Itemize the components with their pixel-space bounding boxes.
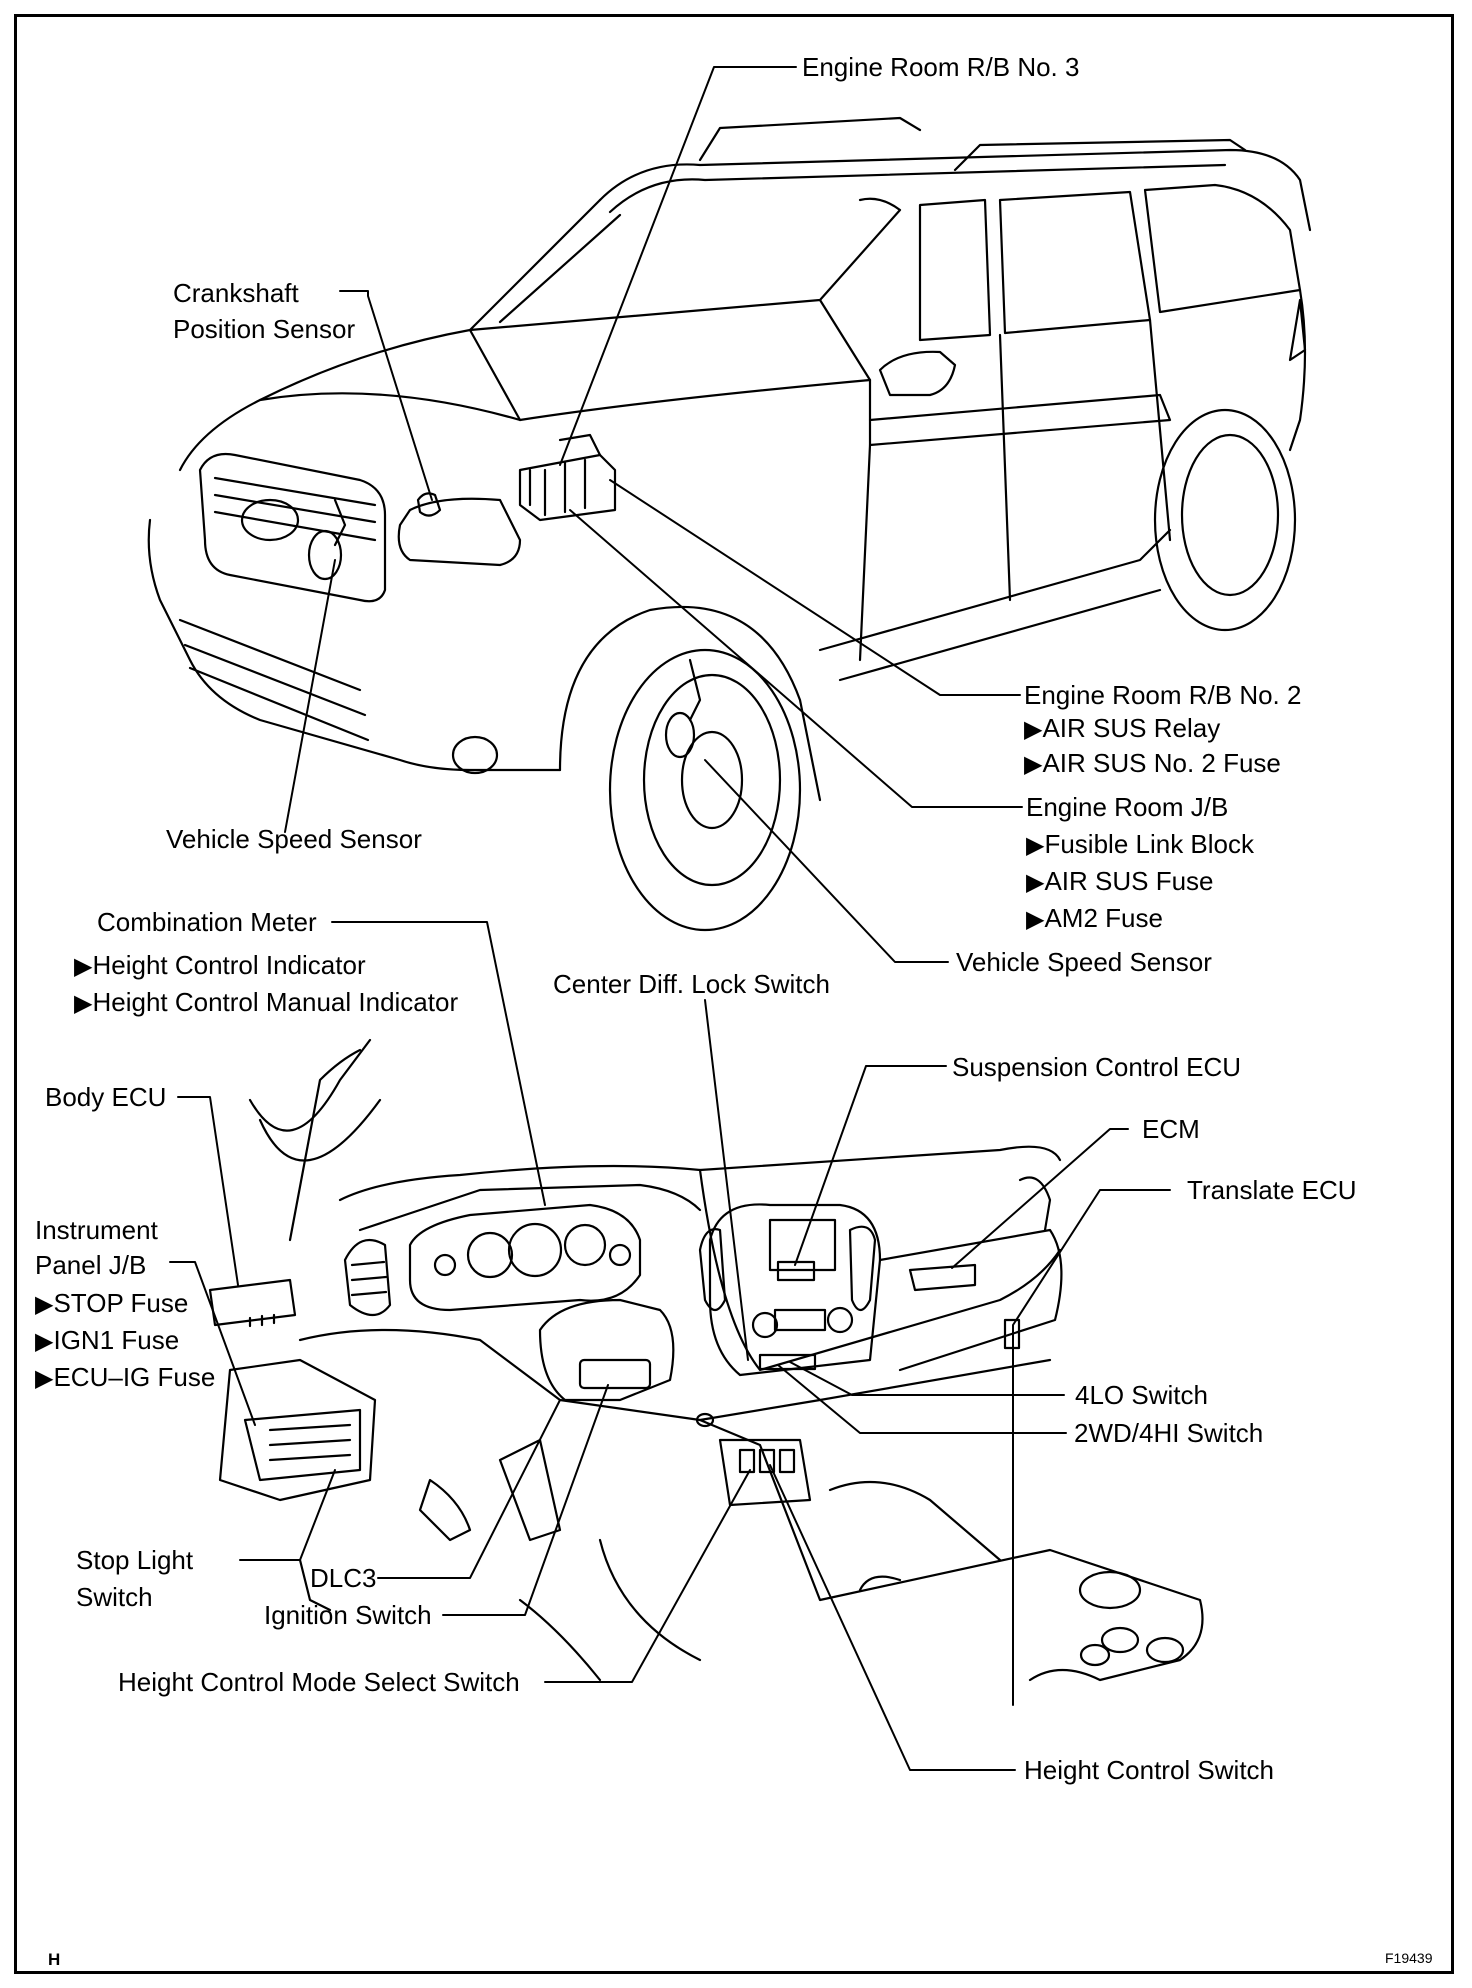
figure-id: F19439 — [1385, 1950, 1433, 1966]
vehicle-body — [147, 116, 1312, 932]
corner-code-left: H — [48, 1950, 61, 1969]
label-instrument-line2: Panel J/B — [35, 1250, 147, 1280]
label-stop-light-line2: Switch — [76, 1582, 153, 1612]
label-vehicle-speed-sensor-right: Vehicle Speed Sensor — [956, 947, 1212, 977]
label-2wd-4hi-switch: 2WD/4HI Switch — [1074, 1418, 1264, 1448]
label-air-sus-fuse: AIR SUS Fuse — [1026, 866, 1213, 898]
label-4lo-switch: 4LO Switch — [1075, 1380, 1208, 1410]
label-height-control-switch: Height Control Switch — [1024, 1755, 1274, 1785]
label-ignition-switch: Ignition Switch — [264, 1600, 432, 1630]
label-stop-light-line1: Stop Light — [76, 1545, 194, 1575]
label-engine-room-rb2: Engine Room R/B No. 2 — [1024, 680, 1302, 710]
dashboard-illustration — [208, 1038, 1204, 1682]
label-translate-ecu: Translate ECU — [1187, 1175, 1357, 1205]
label-fusible-link-block: Fusible Link Block — [1026, 829, 1254, 861]
label-instrument-line1: Instrument — [35, 1215, 158, 1245]
label-combination-meter: Combination Meter — [97, 907, 317, 937]
label-vehicle-speed-sensor-left: Vehicle Speed Sensor — [166, 824, 422, 854]
label-suspension-control-ecu: Suspension Control ECU — [952, 1052, 1242, 1082]
label-height-control-indicator: Height Control Indicator — [74, 950, 365, 982]
label-engine-room-rb3: Engine Room R/B No. 3 — [802, 52, 1080, 82]
label-dlc3: DLC3 — [310, 1563, 377, 1593]
label-engine-room-jb: Engine Room J/B — [1026, 792, 1229, 822]
label-crankshaft-line1: Crankshaft — [173, 278, 299, 308]
label-air-sus-relay: AIR SUS Relay — [1024, 713, 1220, 745]
label-stop-fuse: STOP Fuse — [35, 1288, 188, 1320]
label-air-sus-no2-fuse: AIR SUS No. 2 Fuse — [1024, 748, 1280, 780]
label-height-control-manual-indicator: Height Control Manual Indicator — [74, 987, 458, 1019]
label-body-ecu: Body ECU — [45, 1082, 167, 1112]
label-height-control-mode-select-switch: Height Control Mode Select Switch — [118, 1667, 520, 1697]
label-center-diff-lock-switch: Center Diff. Lock Switch — [553, 969, 830, 999]
label-ecm: ECM — [1142, 1114, 1200, 1144]
label-crankshaft-line2: Position Sensor — [173, 314, 356, 344]
label-ign1-fuse: IGN1 Fuse — [35, 1325, 179, 1357]
label-ecu-ig-fuse: ECU–IG Fuse — [35, 1362, 215, 1394]
leader-lines — [169, 66, 1171, 1771]
label-am2-fuse: AM2 Fuse — [1026, 903, 1163, 935]
